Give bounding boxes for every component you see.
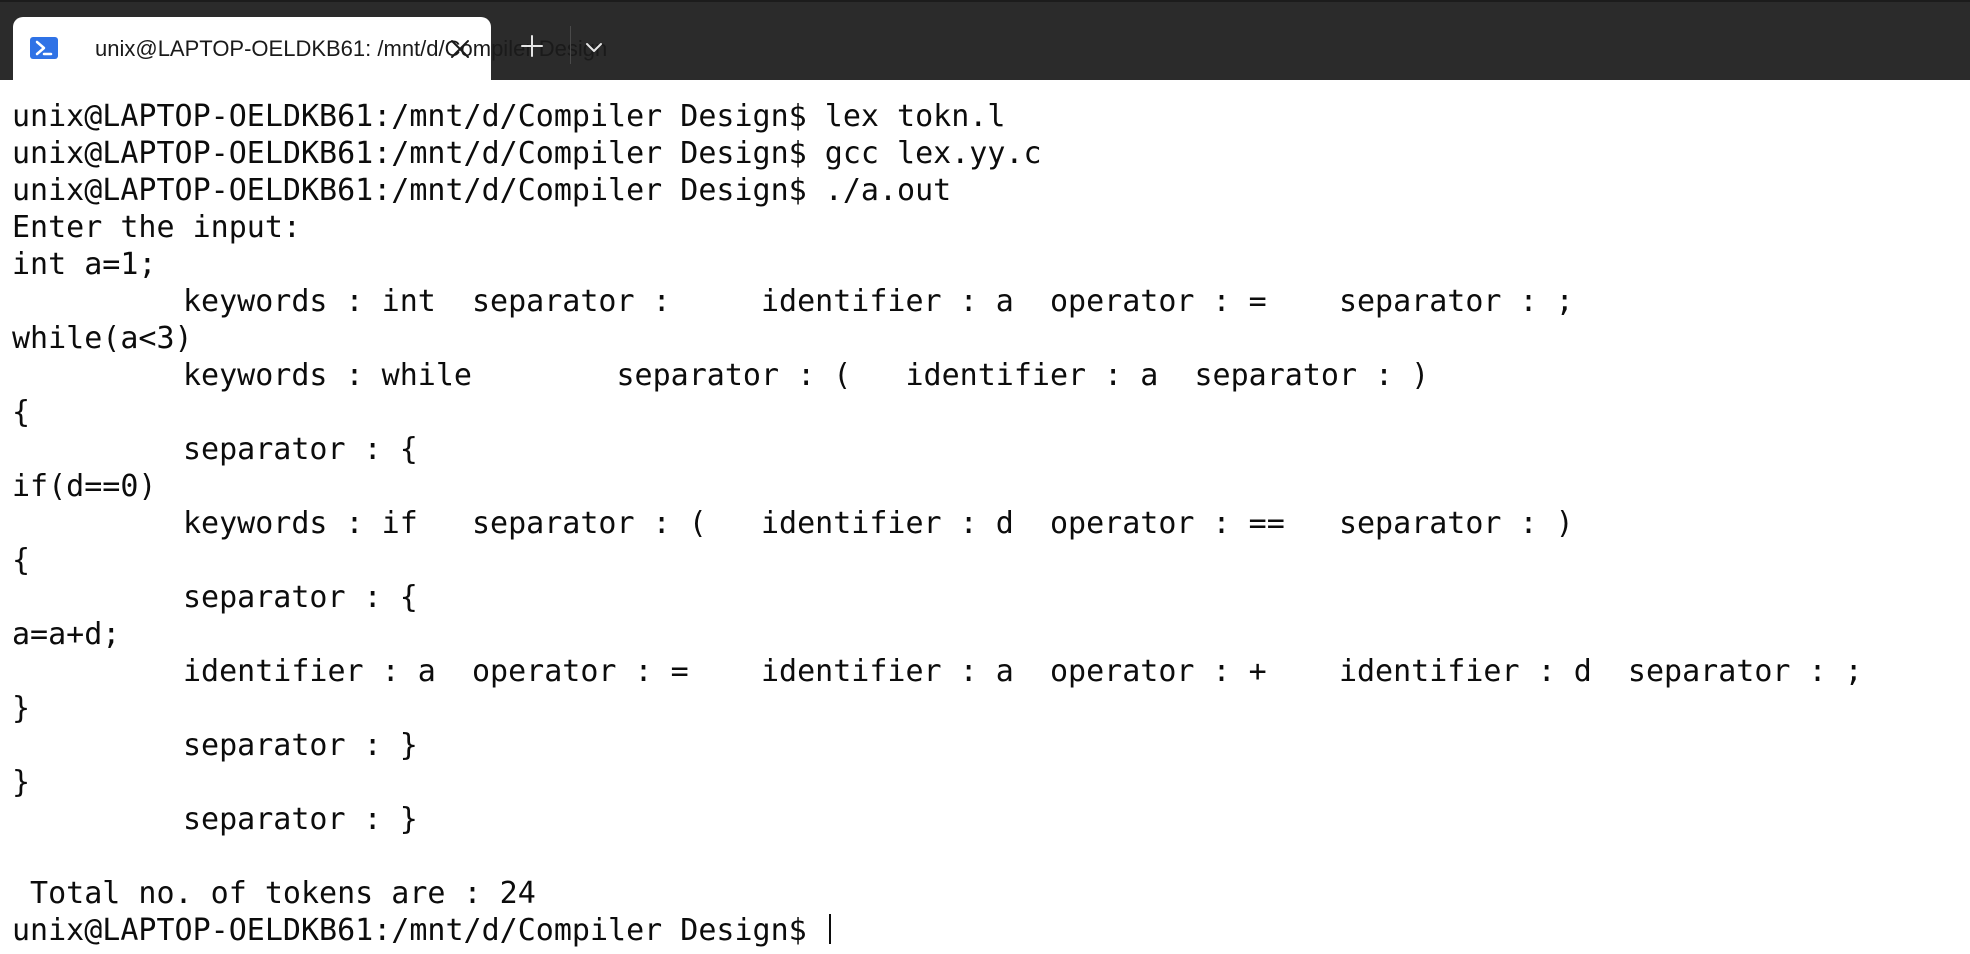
terminal-line: int a=1; <box>12 247 157 282</box>
terminal-line: separator : } <box>183 802 418 837</box>
chevron-down-icon[interactable] <box>580 38 608 58</box>
terminal-line: unix@LAPTOP-OELDKB61:/mnt/d/Compiler Des… <box>12 173 952 208</box>
tab-title: unix@LAPTOP-OELDKB61: /mnt/d/Compiler De… <box>95 36 608 61</box>
terminal-line: separator : { <box>183 580 418 615</box>
title-bar: unix@LAPTOP-OELDKB61: /mnt/d/Compiler De… <box>0 0 1970 82</box>
terminal-line: a=a+d; <box>12 617 121 652</box>
terminal-line: separator : } <box>183 728 418 763</box>
terminal-line: unix@LAPTOP-OELDKB61:/mnt/d/Compiler Des… <box>12 99 1006 134</box>
terminal-output[interactable]: unix@LAPTOP-OELDKB61:/mnt/d/Compiler Des… <box>0 80 1970 954</box>
terminal-line: } <box>12 691 31 726</box>
new-tab-plus-icon[interactable] <box>518 32 546 60</box>
terminal-line: keywords : if separator : ( identifier :… <box>183 506 1574 541</box>
token-total-line: Total no. of tokens are : 24 <box>12 876 536 911</box>
terminal-tab[interactable]: unix@LAPTOP-OELDKB61: /mnt/d/Compiler De… <box>13 17 608 82</box>
terminal-line: { <box>12 395 31 430</box>
terminal-line: while(a<3) <box>12 321 193 356</box>
terminal-line: if(d==0) <box>12 469 157 504</box>
terminal-line: separator : { <box>183 432 418 467</box>
text-cursor <box>828 914 831 944</box>
terminal-line: keywords : while separator : ( identifie… <box>183 358 1430 393</box>
powershell-icon <box>30 37 58 59</box>
terminal-line: identifier : a operator : = identifier :… <box>183 654 1863 689</box>
tab-divider <box>570 26 571 64</box>
terminal-line: } <box>12 765 31 800</box>
terminal-line: Enter the input: <box>12 210 301 245</box>
prompt-line[interactable]: unix@LAPTOP-OELDKB61:/mnt/d/Compiler Des… <box>12 912 831 949</box>
prompt-text: unix@LAPTOP-OELDKB61:/mnt/d/Compiler Des… <box>12 913 825 948</box>
terminal-line: { <box>12 543 31 578</box>
terminal-line: keywords : int separator : identifier : … <box>183 284 1574 319</box>
terminal-line: unix@LAPTOP-OELDKB61:/mnt/d/Compiler Des… <box>12 136 1042 171</box>
close-tab-icon[interactable] <box>448 37 472 61</box>
